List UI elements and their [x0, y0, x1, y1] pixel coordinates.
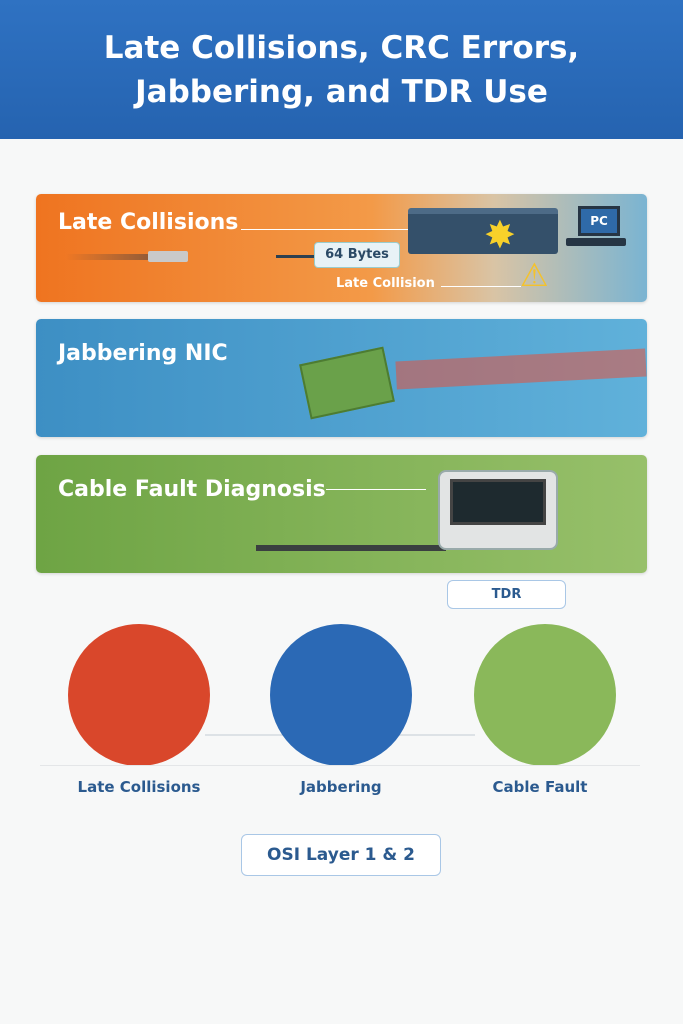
cable-fault-label: Cable Fault [492, 778, 588, 796]
late-collisions-label: Late Collisions [77, 778, 201, 796]
cable-icon [256, 545, 446, 551]
title-line-1: Late Collisions, CRC Errors, [103, 30, 580, 66]
nic-card-icon [299, 346, 395, 420]
jabbering-icon [270, 624, 412, 766]
switch-icon [408, 208, 558, 254]
collision-burst-icon: ✸ [484, 213, 516, 257]
page-header: Late Collisions, CRC Errors, Jabbering, … [0, 0, 683, 139]
warning-icon: ⚠ [520, 256, 549, 294]
pc-icon: PC [578, 206, 620, 236]
frame-stream-icon [395, 348, 647, 390]
tdr-label: TDR [447, 580, 566, 609]
osi-layer-badge: OSI Layer 1 & 2 [241, 834, 441, 876]
cable-fault-panel: Cable Fault Diagnosis [36, 455, 647, 573]
title-line-2: Jabbering, and TDR Use [135, 74, 548, 110]
connector-icon [148, 251, 188, 262]
late-collisions-panel: Late Collisions 64 Bytes Late Collision … [36, 194, 647, 302]
cable-icon [66, 254, 186, 260]
panel-title: Cable Fault Diagnosis [58, 477, 326, 502]
bytes-bubble: 64 Bytes [314, 242, 400, 268]
panel-title: Jabbering NIC [58, 341, 228, 366]
jabbering-label: Jabbering [300, 778, 382, 796]
jabbering-nic-panel: Jabbering NIC [36, 319, 647, 437]
panel-title: Late Collisions [58, 210, 239, 235]
tdr-screen [450, 479, 546, 525]
late-collisions-icon [68, 624, 210, 766]
cable-fault-icon [474, 624, 616, 766]
late-collision-label: Late Collision [336, 276, 435, 291]
